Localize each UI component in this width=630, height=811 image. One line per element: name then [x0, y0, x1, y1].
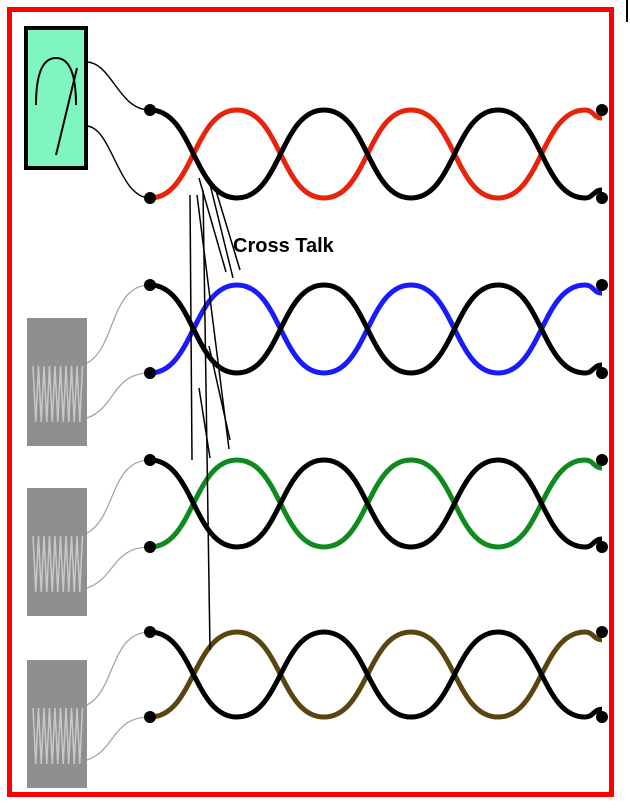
- cross-talk-line: [208, 179, 234, 279]
- source-leads: [85, 61, 151, 761]
- generator-lead-top: [86, 631, 151, 706]
- terminal-dot: [596, 711, 608, 723]
- pair-4-brown: [144, 626, 608, 723]
- terminal-dot: [144, 626, 156, 638]
- cross-talk-line: [198, 387, 211, 459]
- black-wire: [149, 282, 603, 376]
- page-edge: [621, 0, 630, 811]
- terminal-dot: [596, 367, 608, 379]
- black-wire: [149, 457, 603, 550]
- meter-lead-bottom: [85, 125, 151, 199]
- generator-lead-bottom: [86, 546, 151, 589]
- black-wire: [149, 107, 603, 201]
- colored-wire: [149, 457, 603, 550]
- meter-body: [24, 26, 88, 170]
- terminal-dot: [596, 192, 608, 204]
- generator-lead-bottom: [86, 372, 151, 419]
- cross-talk-line: [196, 194, 230, 450]
- terminal-dot: [144, 279, 156, 291]
- generator-lead-bottom: [86, 716, 151, 761]
- generator-waveform: [32, 535, 84, 593]
- signal-generator-icon: [27, 488, 87, 616]
- terminal-dot: [144, 711, 156, 723]
- terminal-dot: [144, 454, 156, 466]
- cross-talk-line: [213, 183, 241, 271]
- pair-1-red: [144, 104, 608, 204]
- pair-3-green: [144, 454, 608, 553]
- colored-wire: [149, 107, 603, 201]
- terminal-dot: [596, 626, 608, 638]
- signal-sources: [24, 26, 88, 788]
- meter-lead-top: [85, 61, 151, 111]
- signal-generator-icon: [27, 318, 87, 446]
- terminal-dot: [596, 104, 608, 116]
- cross-talk-line: [189, 194, 193, 461]
- generator-waveform: [32, 707, 84, 765]
- terminal-dot: [144, 192, 156, 204]
- colored-wire: [149, 629, 603, 720]
- black-wire: [149, 629, 603, 720]
- cross-talk-lines: [189, 177, 241, 651]
- pair-2-blue: [144, 279, 608, 379]
- colored-wire: [149, 282, 603, 376]
- cross-talk-line: [208, 345, 231, 441]
- terminal-dot: [596, 454, 608, 466]
- twisted-pairs: [144, 104, 608, 723]
- cross-talk-line: [202, 189, 211, 651]
- generator-lead-top: [86, 284, 151, 364]
- analog-meter-icon: [24, 26, 88, 170]
- terminal-dot: [596, 279, 608, 291]
- meter-needle: [55, 67, 78, 156]
- generator-lead-top: [86, 459, 151, 534]
- terminal-dot: [144, 104, 156, 116]
- terminal-dot: [144, 367, 156, 379]
- cross-talk-label: Cross Talk: [233, 235, 335, 257]
- terminal-dot: [144, 541, 156, 553]
- terminal-dot: [596, 541, 608, 553]
- generator-waveform: [32, 365, 84, 423]
- signal-generator-icon: [27, 660, 87, 788]
